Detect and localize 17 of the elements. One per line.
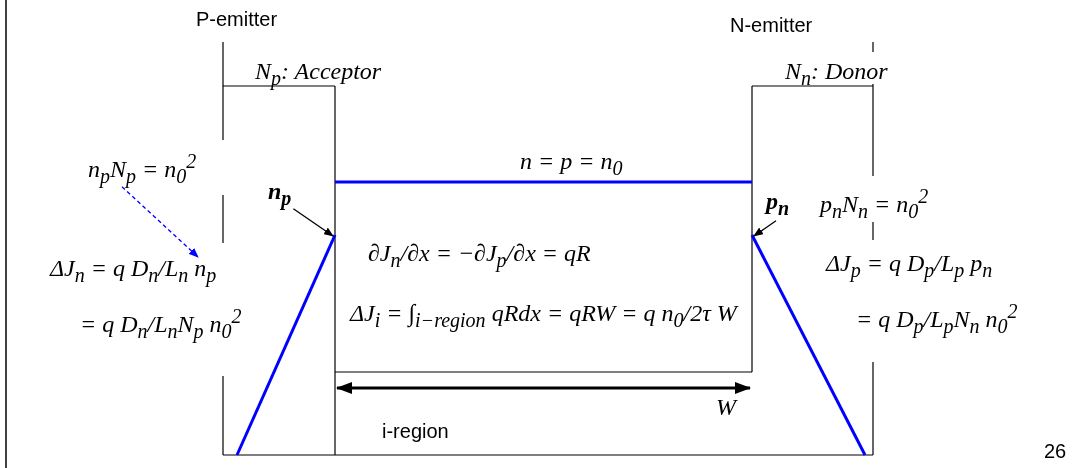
dashed-arrow bbox=[121, 186, 199, 258]
region-label: i-region bbox=[382, 420, 449, 442]
doping-label: N$_{p}$: Acceptor bbox=[255, 58, 382, 89]
equation: n = p = n$_{0}$ bbox=[520, 148, 623, 179]
callout-label: n$_{p}$ bbox=[268, 178, 292, 209]
dimension-label: W bbox=[716, 394, 736, 421]
equation: ΔJ$_{n}$ = q D$_{n}$/L$_{n}$ n$_{p}$ bbox=[50, 255, 217, 286]
page-number: 26 bbox=[1044, 440, 1067, 462]
callout-label: p$_{n}$ bbox=[766, 188, 790, 219]
leader-line bbox=[753, 220, 777, 237]
equation: ΔJ$_{i}$ = ∫$_{i−region}$ qRdx = qRW = q n$_{0}$/2τ W bbox=[350, 300, 737, 331]
equation: ∂J$_{n}$/∂x = −∂J$_{p}$/∂x = qR bbox=[368, 240, 591, 271]
region-label: N-emitter bbox=[730, 14, 813, 36]
doping-label: N$_{n}$: Donor bbox=[785, 58, 888, 89]
equation: ΔJ$_{p}$ = q D$_{p}$/L$_{p}$ p$_{n}$ bbox=[826, 250, 993, 281]
region-label: P-emitter bbox=[196, 8, 278, 30]
leader-line bbox=[292, 208, 334, 237]
